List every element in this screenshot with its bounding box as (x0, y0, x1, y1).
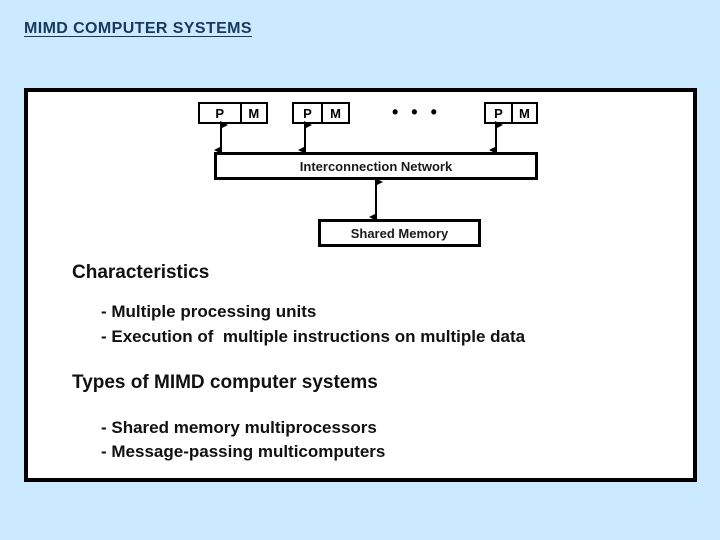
bullet-types-1: - Shared memory multiprocessors (101, 418, 377, 437)
memory-label-1: M (248, 105, 260, 121)
bullet-characteristics-2: - Execution of multiple instructions on … (101, 327, 526, 346)
bullet-types-2: - Message-passing multicomputers (101, 442, 386, 461)
mimd-architecture-diagram: P M P M • • • P M (28, 92, 693, 262)
node-connector-arrows (214, 121, 503, 221)
processor-label-3: P (486, 104, 513, 122)
pm-node-1: P M (198, 102, 268, 124)
processor-label-1: P (200, 104, 242, 122)
memory-label-3: M (519, 105, 530, 121)
pm-node-2: P M (292, 102, 350, 124)
shared-memory-box: Shared Memory (318, 219, 481, 247)
section-heading-characteristics: Characteristics (72, 262, 210, 283)
bullet-characteristics-1: - Multiple processing units (101, 302, 317, 321)
content-frame: P M P M • • • P M (24, 88, 697, 482)
section-heading-types: Types of MIMD computer systems (72, 372, 378, 393)
ellipsis-indicator: • • • (392, 102, 441, 122)
interconnection-network-label: Interconnection Network (299, 158, 453, 174)
processor-label-2: P (294, 104, 323, 122)
interconnection-network-box: Interconnection Network (214, 152, 538, 180)
shared-memory-label: Shared Memory (350, 225, 449, 241)
memory-label-2: M (330, 105, 341, 121)
page-title: MIMD COMPUTER SYSTEMS (24, 20, 252, 37)
pm-node-3: P M (484, 102, 538, 124)
